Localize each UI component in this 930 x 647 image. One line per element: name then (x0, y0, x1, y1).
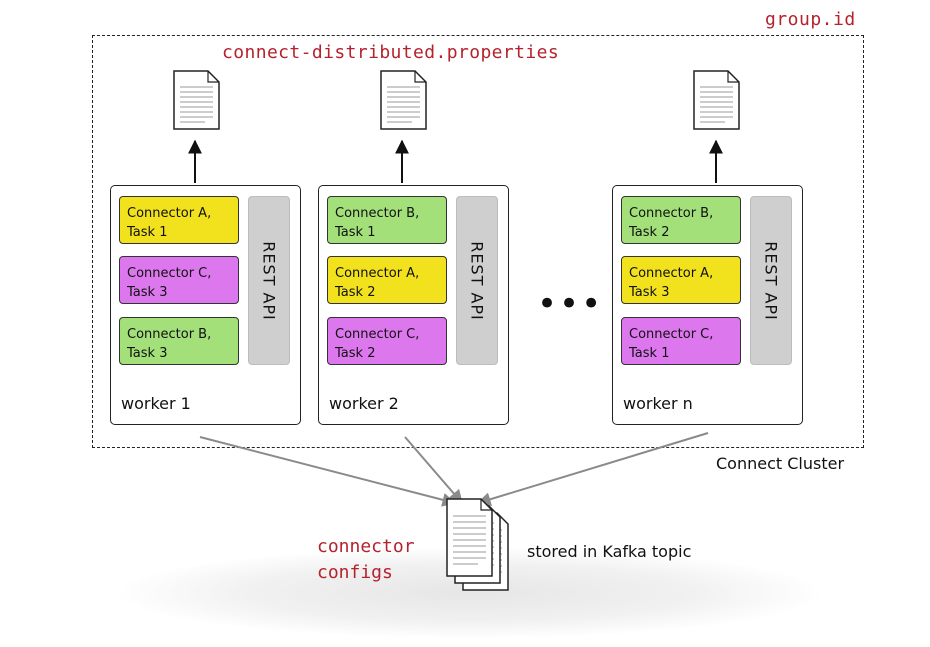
rest-api-panel: REST API (248, 196, 290, 365)
task-number-label: Task 2 (629, 225, 670, 240)
task-card: Connector C, Task 1 (621, 317, 741, 365)
task-connector-label: Connector C, (629, 327, 714, 342)
ellipsis: ••• (537, 284, 604, 324)
task-number-label: Task 3 (629, 285, 670, 300)
worker-n-to-configs-arrow (476, 432, 709, 507)
group-id-label: group.id (765, 9, 856, 30)
task-card: Connector B, Task 3 (119, 317, 239, 365)
worker-n-box: Connector B, Task 2 Connector A, Task 3 … (612, 185, 803, 425)
task-card: Connector C, Task 3 (119, 256, 239, 304)
task-card: Connector A, Task 1 (119, 196, 239, 244)
task-card: Connector C, Task 2 (327, 317, 447, 365)
connect-cluster-label: Connect Cluster (716, 454, 845, 473)
worker-1-box: Connector A, Task 1 Connector C, Task 3 … (110, 185, 301, 425)
worker-1-to-configs-arrow (199, 436, 457, 507)
task-connector-label: Connector A, (127, 206, 212, 221)
worker-2-box: Connector B, Task 1 Connector A, Task 2 … (318, 185, 509, 425)
task-card: Connector B, Task 2 (621, 196, 741, 244)
task-connector-label: Connector C, (335, 327, 420, 342)
properties-file-icon-3 (693, 70, 740, 130)
task-connector-label: Connector B, (335, 206, 420, 221)
task-connector-label: Connector C, (127, 266, 212, 281)
task-number-label: Task 3 (127, 285, 168, 300)
task-number-label: Task 2 (335, 346, 376, 361)
rest-api-panel: REST API (456, 196, 498, 365)
task-card: Connector A, Task 3 (621, 256, 741, 304)
properties-file-icon-2 (380, 70, 427, 130)
worker-name-label: worker 2 (329, 394, 399, 413)
task-connector-label: Connector A, (629, 266, 714, 281)
task-number-label: Task 1 (629, 346, 670, 361)
properties-file-icon-1 (173, 70, 220, 130)
task-card: Connector A, Task 2 (327, 256, 447, 304)
worker-name-label: worker n (623, 394, 693, 413)
properties-file-label: connect-distributed.properties (222, 42, 560, 63)
stored-in-kafka-topic-label: stored in Kafka topic (527, 542, 692, 561)
task-number-label: Task 2 (335, 285, 376, 300)
task-connector-label: Connector B, (127, 327, 212, 342)
task-connector-label: Connector B, (629, 206, 714, 221)
connect-cluster-boundary (92, 35, 864, 448)
task-number-label: Task 3 (127, 346, 168, 361)
rest-api-panel: REST API (750, 196, 792, 365)
task-card: Connector B, Task 1 (327, 196, 447, 244)
task-connector-label: Connector A, (335, 266, 420, 281)
connector-configs-label-line2: configs (317, 562, 393, 583)
connector-configs-label-line1: connector (317, 536, 415, 557)
connector-configs-docs-icon (446, 498, 509, 591)
worker-2-to-configs-arrow (404, 436, 463, 505)
task-number-label: Task 1 (127, 225, 168, 240)
task-number-label: Task 1 (335, 225, 376, 240)
worker-name-label: worker 1 (121, 394, 191, 413)
